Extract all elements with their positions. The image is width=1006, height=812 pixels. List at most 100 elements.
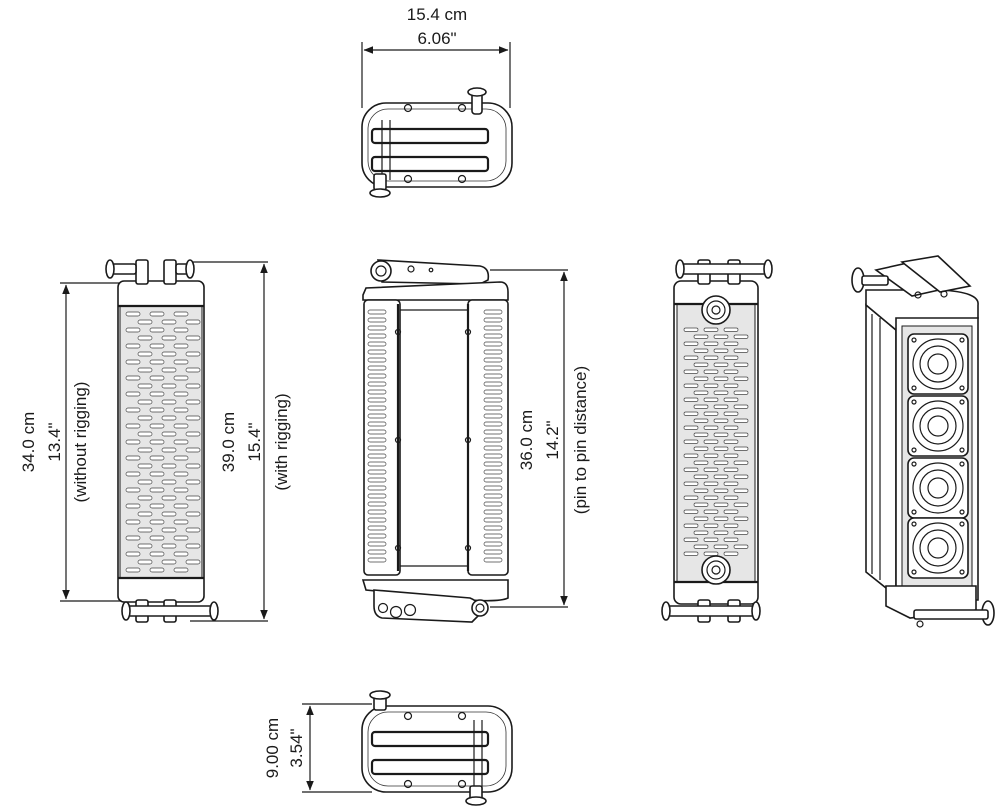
grille-slot [125, 519, 141, 525]
grille-slot [137, 415, 153, 421]
grille-slot [125, 327, 141, 333]
vent-slot [483, 477, 503, 483]
grille-slot [125, 391, 141, 397]
grille-slot [185, 367, 201, 373]
driver-cone [919, 469, 957, 507]
grille-slot [693, 348, 709, 353]
vent-slot [483, 533, 503, 539]
grille-slot [693, 432, 709, 437]
vent-slot [483, 381, 503, 387]
grille-slot [733, 404, 749, 409]
perspective-view [851, 255, 995, 628]
vent-slot [367, 413, 387, 419]
grille-slot [173, 503, 189, 509]
vent-slot [483, 485, 503, 491]
grille-slot [713, 488, 729, 493]
grille-slot [137, 319, 153, 325]
vent-slot [483, 453, 503, 459]
pin-distance-in-label: 14.2" [543, 420, 562, 459]
grille-slot [683, 509, 699, 514]
grille-slot [149, 535, 165, 541]
grille-slot [683, 411, 699, 416]
driver-cone [919, 345, 957, 383]
grille-slot [149, 503, 165, 509]
vent-slot [367, 453, 387, 459]
vent-slot [483, 469, 503, 475]
grille-slot [723, 397, 739, 402]
driver-frame [907, 395, 969, 457]
grille-slot [185, 559, 201, 565]
grille-slot [683, 439, 699, 444]
grille-slot [125, 311, 141, 317]
driver-screw [959, 447, 965, 453]
grille-slot [137, 511, 153, 517]
vent-slot [367, 309, 387, 315]
grille-slot [185, 335, 201, 341]
driver-cone [919, 407, 957, 445]
grille-slot [733, 390, 749, 395]
driver-screw [959, 569, 965, 575]
vent-slot [483, 397, 503, 403]
grille-slot [185, 447, 201, 453]
grille-slot [137, 367, 153, 373]
vent-slot [367, 381, 387, 387]
vent-slot [367, 469, 387, 475]
grille-slot [683, 369, 699, 374]
grille-slot [683, 537, 699, 542]
grille-slot [703, 369, 719, 374]
grille-slot [683, 355, 699, 360]
grille-slot [173, 551, 189, 557]
driver-screw [911, 337, 917, 343]
grille-slot [149, 343, 165, 349]
grille-slot [683, 397, 699, 402]
grille-slot [185, 511, 201, 517]
grille-slot [683, 467, 699, 472]
grille-slot [713, 516, 729, 521]
driver-screw [959, 521, 965, 527]
grille-slot [693, 488, 709, 493]
vent-slot [483, 557, 503, 563]
grille-slot [693, 390, 709, 395]
grille-slot [185, 319, 201, 325]
grille-slot [173, 455, 189, 461]
grille-slot [723, 369, 739, 374]
grille-slot [173, 535, 189, 541]
grille-slot [713, 502, 729, 507]
driver-cone-outer [912, 338, 964, 390]
grille-slot [173, 359, 189, 365]
grille-slot [683, 425, 699, 430]
grille-slot [137, 527, 153, 533]
vent-slot [367, 341, 387, 347]
vent-slot [367, 373, 387, 379]
grille-slot [713, 334, 729, 339]
vent-slot [367, 357, 387, 363]
vent-slot [483, 501, 503, 507]
vent-slot [367, 557, 387, 563]
vent-slot [367, 389, 387, 395]
grille-slot [723, 453, 739, 458]
grille-slot [161, 463, 177, 469]
grille-slot [185, 415, 201, 421]
vent-slot [367, 397, 387, 403]
grille-slot [149, 311, 165, 317]
grille-slot [723, 411, 739, 416]
grille-slot [703, 439, 719, 444]
driver-dustcap [927, 415, 949, 437]
grille-slot [693, 376, 709, 381]
grille-slot [703, 355, 719, 360]
grille-slot [185, 399, 201, 405]
grille-slot [723, 425, 739, 430]
vent-slot [367, 445, 387, 451]
vent-slot [483, 437, 503, 443]
grille-slot [125, 455, 141, 461]
grille-slot [703, 341, 719, 346]
vent-slot [367, 461, 387, 467]
depth-in-label: 3.54" [287, 728, 306, 767]
grille-slot [703, 467, 719, 472]
grille-slot [723, 481, 739, 486]
vent-slot [367, 365, 387, 371]
grille-slot [713, 348, 729, 353]
grille-slot [125, 359, 141, 365]
driver-screw [959, 461, 965, 467]
vent-slot [367, 349, 387, 355]
